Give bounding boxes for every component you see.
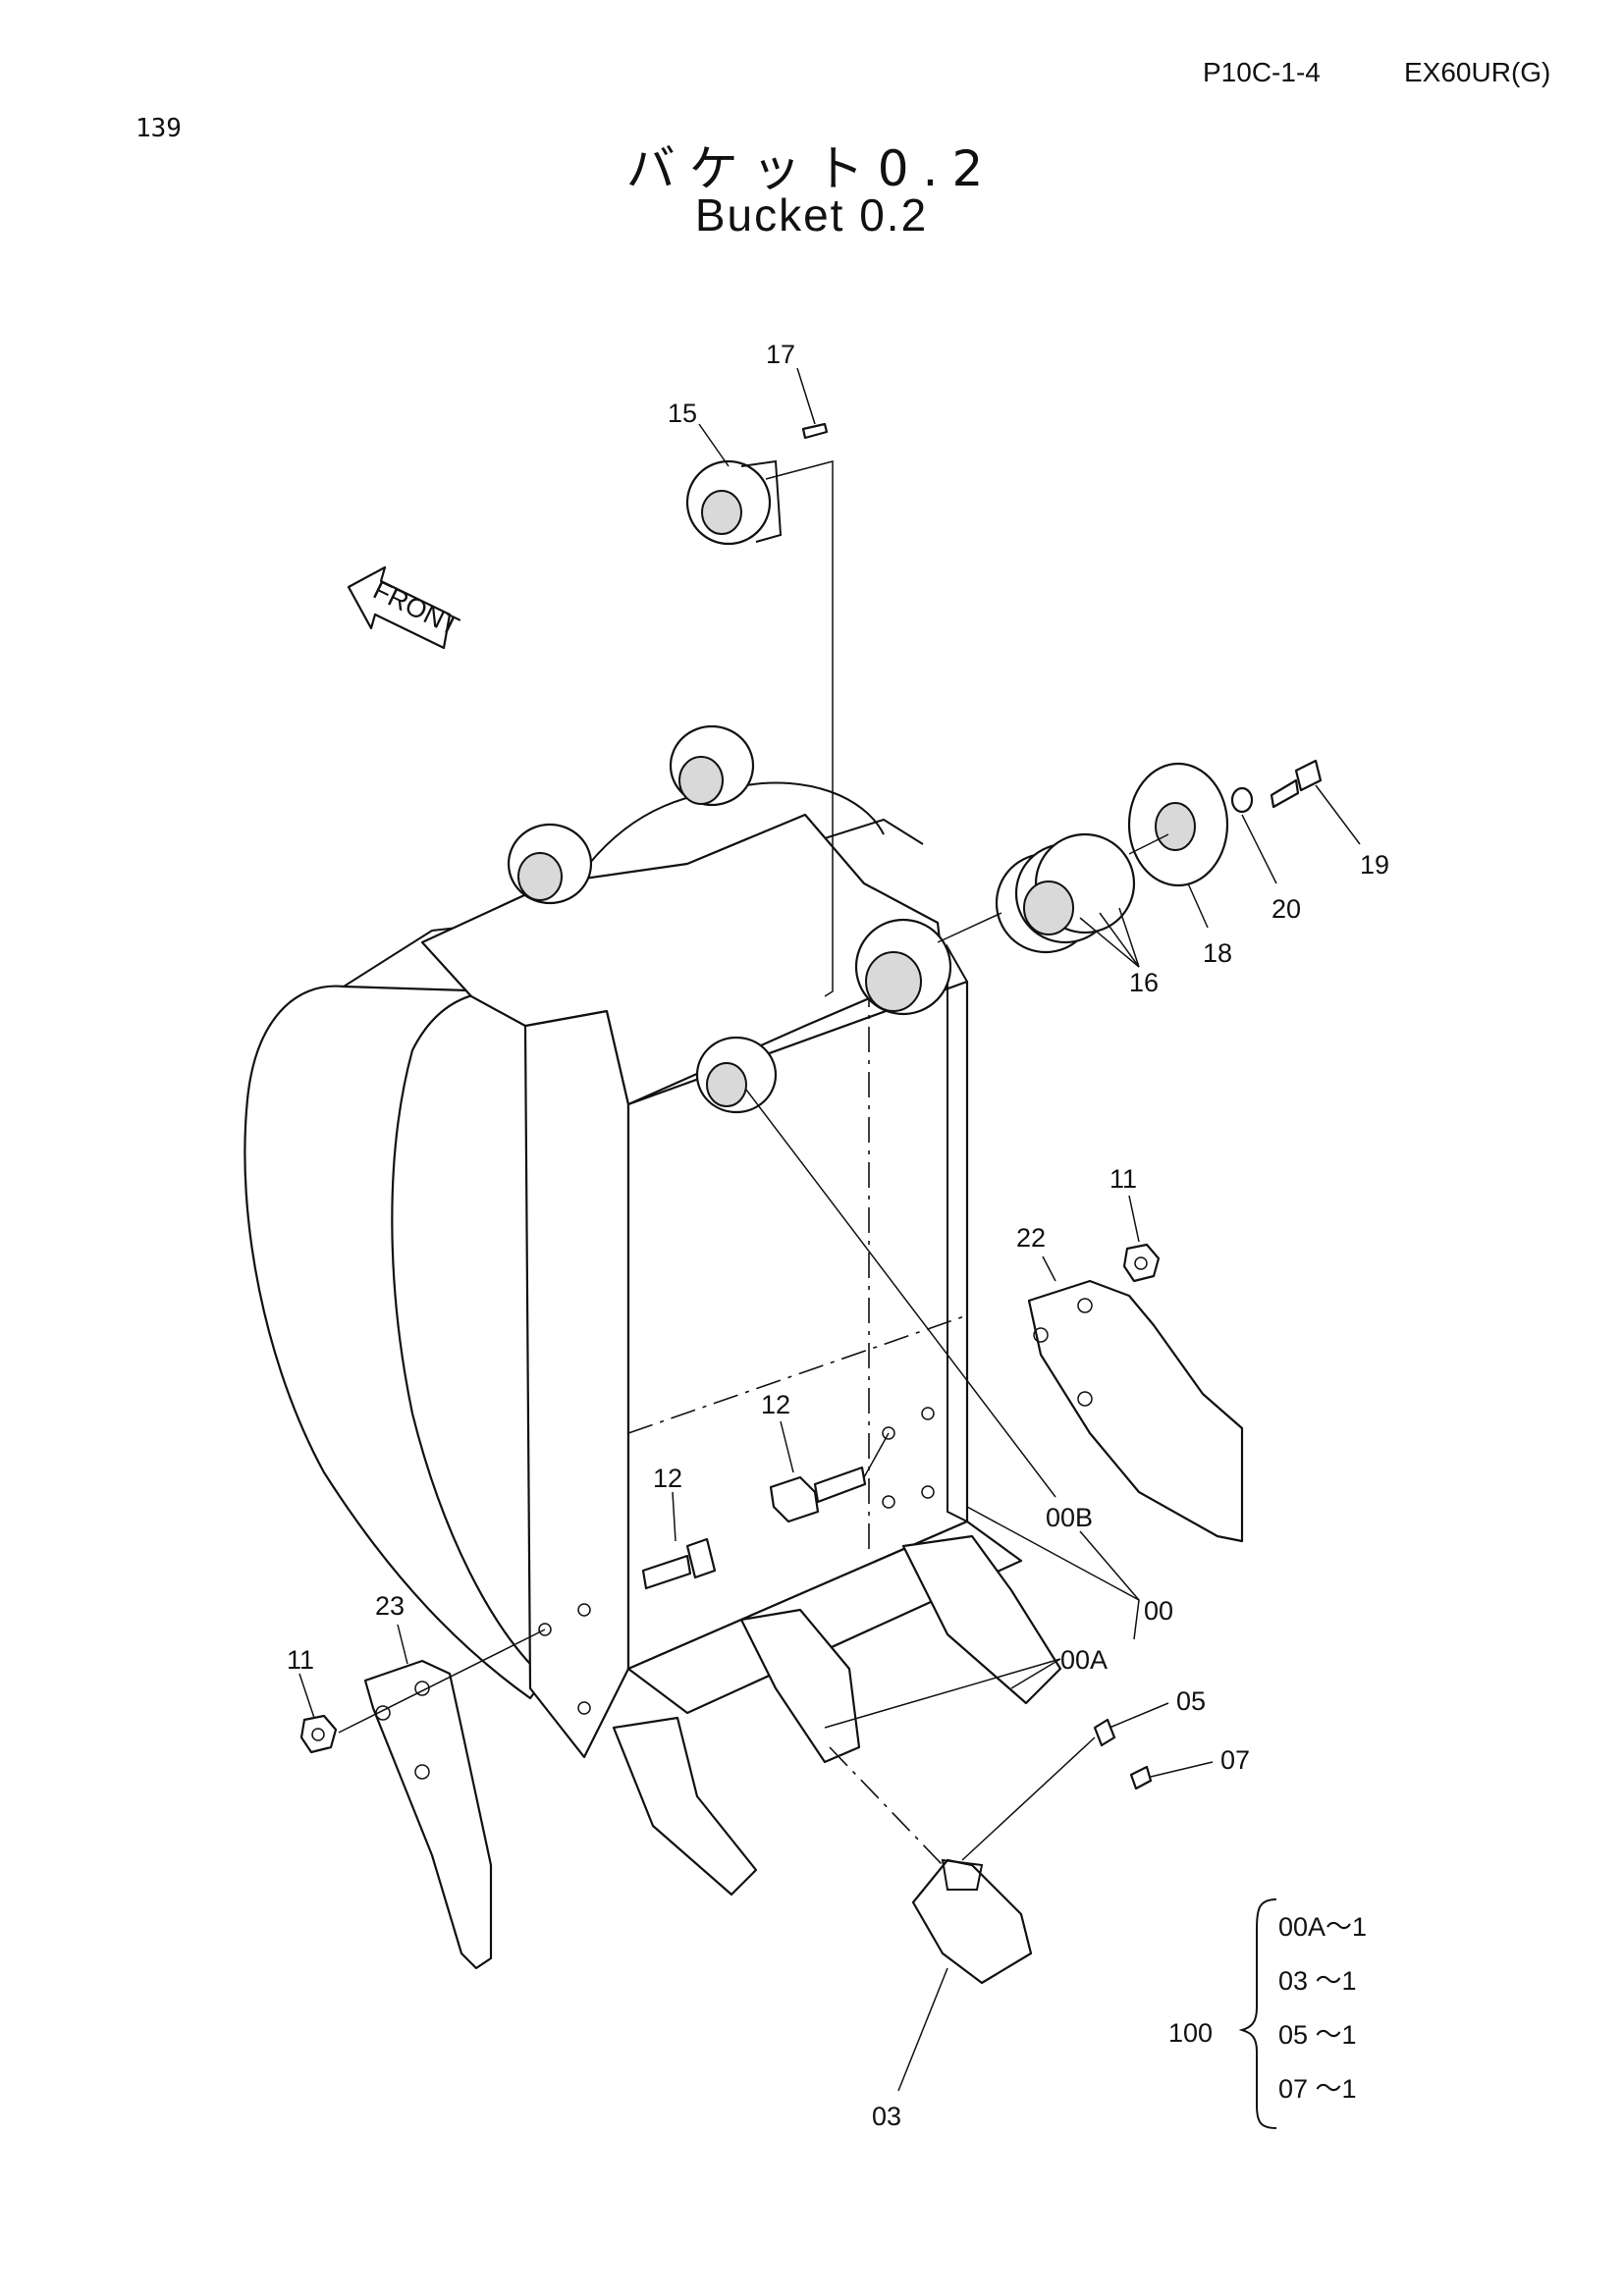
title-english: Bucket 0.2 — [694, 189, 929, 240]
callout-11-right: 11 — [1109, 1164, 1140, 1243]
callout-11-left: 11 — [287, 1645, 315, 1719]
svg-text:03: 03 — [872, 2102, 901, 2131]
part-22-side-cutter — [1027, 1279, 1244, 1543]
callout-00B: 00B — [745, 1089, 1093, 1532]
kit-label: 100 — [1168, 2018, 1213, 2048]
part-05-lock — [1093, 1718, 1116, 1747]
svg-text:15: 15 — [668, 399, 697, 428]
callout-12-upper: 12 — [761, 1390, 794, 1473]
svg-text:18: 18 — [1203, 938, 1232, 968]
kit-item: 05 ～1 — [1278, 2020, 1357, 2050]
kit-item: 00A～1 — [1278, 1912, 1367, 1942]
svg-text:20: 20 — [1271, 894, 1301, 924]
page-code: P10C-1-4 — [1203, 57, 1321, 87]
callout-15: 15 — [668, 399, 730, 467]
callout-17: 17 — [766, 340, 816, 425]
part-11-nut-left — [299, 1714, 338, 1754]
callout-23: 23 — [375, 1591, 408, 1665]
svg-text:17: 17 — [766, 340, 795, 369]
svg-text:05: 05 — [1176, 1686, 1206, 1716]
part-07-pin — [1129, 1765, 1153, 1790]
callout-20: 20 — [1241, 814, 1301, 924]
part-17-pin — [801, 422, 829, 440]
callout-00A: 00A — [824, 1645, 1108, 1729]
svg-text:11: 11 — [287, 1645, 314, 1675]
callout-16: 16 — [1079, 907, 1159, 997]
part-23-side-cutter — [363, 1659, 493, 1970]
svg-text:00A: 00A — [1060, 1645, 1108, 1675]
part-18-plate — [1127, 762, 1229, 887]
svg-text:12: 12 — [761, 1390, 790, 1419]
page-number: 139 — [135, 114, 182, 143]
callout-12-lower: 12 — [653, 1464, 682, 1542]
model-code: EX60UR(G) — [1404, 57, 1551, 87]
front-arrow: FRONT — [347, 565, 463, 650]
svg-text:00B: 00B — [1046, 1503, 1093, 1532]
svg-text:00: 00 — [1144, 1596, 1173, 1626]
callout-00: 00 — [966, 1506, 1173, 1640]
part-12-bolt-lower — [641, 1537, 717, 1590]
callout-19: 19 — [1315, 784, 1389, 880]
part-20-washer — [1230, 786, 1254, 814]
part-12-bolt-upper — [769, 1466, 867, 1523]
bucket-body — [243, 724, 1062, 1896]
callout-05: 05 — [1109, 1686, 1206, 1729]
svg-text:23: 23 — [375, 1591, 405, 1621]
callout-03: 03 — [872, 1967, 948, 2131]
part-15-bushing — [685, 459, 783, 546]
title-japanese: バケット0.2 — [625, 140, 998, 197]
svg-text:12: 12 — [653, 1464, 682, 1493]
svg-text:22: 22 — [1016, 1223, 1046, 1253]
part-03-tooth — [911, 1858, 1033, 1985]
kit-item: 03 ～1 — [1278, 1966, 1357, 1996]
kit-bracket: 100 00A～1 03 ～1 05 ～1 07 ～1 — [1168, 1898, 1367, 2129]
svg-text:07: 07 — [1220, 1745, 1250, 1775]
part-19-bolt — [1270, 759, 1323, 809]
callout-07: 07 — [1150, 1745, 1250, 1778]
part-11-nut-right — [1122, 1243, 1161, 1283]
svg-text:11: 11 — [1109, 1164, 1137, 1194]
callout-22: 22 — [1016, 1223, 1056, 1282]
svg-text:16: 16 — [1129, 968, 1159, 997]
svg-text:19: 19 — [1360, 850, 1389, 880]
callout-18: 18 — [1187, 882, 1232, 968]
kit-item: 07 ～1 — [1278, 2074, 1357, 2104]
part-16-shims — [995, 832, 1136, 954]
